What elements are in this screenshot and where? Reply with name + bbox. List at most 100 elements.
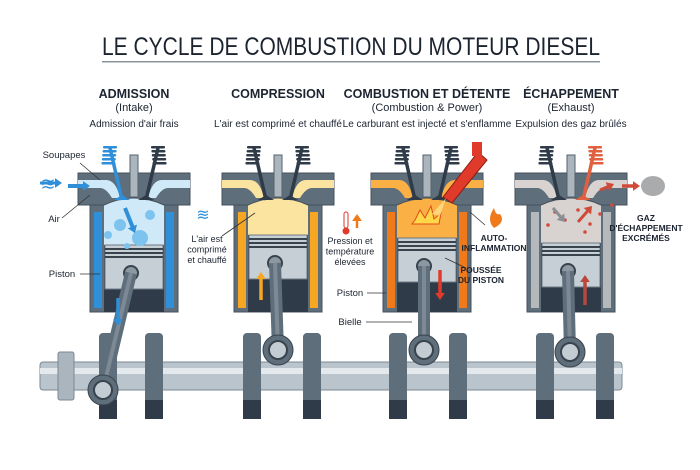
valve-spring xyxy=(588,150,603,153)
piston-ring xyxy=(542,250,600,252)
exhaust-out-arrow xyxy=(576,206,592,223)
valve-spring xyxy=(395,154,410,157)
valve-spring xyxy=(395,150,410,153)
crank-web-counterweight xyxy=(596,400,614,419)
leader-air xyxy=(61,194,91,219)
label-gaz-echappement: GAZ xyxy=(637,213,655,223)
piston-up-arrow-exhaust-head xyxy=(580,275,590,282)
valve-spring xyxy=(151,154,166,157)
injector-rod xyxy=(422,154,432,198)
valve-head xyxy=(551,195,567,200)
exhaust-port xyxy=(292,180,334,198)
crank-web xyxy=(536,333,554,419)
valve-spring xyxy=(295,150,310,153)
valve-spring xyxy=(102,154,117,157)
valve-spring xyxy=(539,150,554,153)
air-bubble xyxy=(132,230,148,246)
label-auto-inflammation: INFLAMMATION xyxy=(462,243,527,253)
wind-icon: ≋ xyxy=(196,207,209,224)
piston-ring xyxy=(542,254,600,256)
valve-stem xyxy=(545,147,561,201)
crankshaft-main-shaft xyxy=(39,361,623,391)
air-bubble xyxy=(124,243,130,249)
cylinder-wall-right xyxy=(459,212,467,308)
valve-spring xyxy=(296,162,311,165)
cylinder-wall-left xyxy=(94,212,102,308)
cylinder-wall-left xyxy=(238,212,246,308)
crank-web-counterweight xyxy=(145,400,163,419)
stage-subtitle-3: (Exhaust) xyxy=(547,102,594,114)
piston-ring xyxy=(398,245,456,247)
valve-spring xyxy=(539,154,554,157)
injector-rod xyxy=(566,154,576,198)
stage-description-0: Admission d'air frais xyxy=(89,119,178,130)
combustion-chamber xyxy=(248,197,308,235)
air-bubble xyxy=(145,210,155,220)
valve-spring xyxy=(101,162,116,165)
valve-head xyxy=(138,195,154,200)
air-into-cylinder-arrow-shaft xyxy=(123,207,135,229)
label-pressure-temperature: température xyxy=(326,247,375,257)
page-title: LE CYCLE DE COMBUSTION DU MOTEUR DIESEL xyxy=(102,33,600,61)
valve-stem xyxy=(437,147,453,201)
valve-spring xyxy=(151,146,165,149)
exhaust-port-arrow-shaft xyxy=(599,184,610,192)
piston-down-arrow-power-head xyxy=(435,293,445,300)
air-bubble xyxy=(104,231,112,239)
wind-icon: ≋ xyxy=(40,174,55,194)
stage-description-2: Le carburant est injecté et s'enflamme xyxy=(343,119,512,130)
valve-spring xyxy=(103,146,117,149)
cylinder-1 xyxy=(221,146,335,366)
valve-stem xyxy=(401,147,417,201)
crank-web xyxy=(145,333,163,419)
label-compressed-air: L'air est xyxy=(191,234,223,244)
air-bubble xyxy=(114,219,126,231)
valve-spring xyxy=(588,154,603,157)
piston-ring xyxy=(105,252,163,254)
crank-web xyxy=(303,333,321,419)
stage-subtitle-0: (Intake) xyxy=(115,102,152,114)
exhaust-particle xyxy=(588,222,592,226)
exhaust-particle xyxy=(546,223,550,227)
leader-poussee xyxy=(444,257,467,269)
exhaust-particle xyxy=(576,208,580,212)
explosion-icon xyxy=(411,204,442,225)
cylinder-0 xyxy=(77,146,191,406)
label-poussee-piston: POUSSÉE xyxy=(460,265,501,275)
stage-title-0: ADMISSION xyxy=(99,87,170,101)
crank-pin xyxy=(414,340,434,360)
valve-head xyxy=(407,195,423,200)
air-flow-arrow-head xyxy=(55,178,62,188)
valve-spring xyxy=(538,162,553,165)
combustion-chamber xyxy=(541,197,601,243)
crank-web xyxy=(596,333,614,419)
crank-web xyxy=(389,333,407,419)
valve-spring xyxy=(151,150,166,153)
piston-up-arrow-exhaust xyxy=(580,275,590,305)
crank-web-counterweight xyxy=(303,400,321,419)
connecting-rod-rib xyxy=(101,272,133,391)
valve-head xyxy=(431,195,447,200)
valve-spring xyxy=(394,158,409,161)
piston-up-arrow-head xyxy=(256,272,266,279)
valve-head xyxy=(282,195,298,200)
exhaust-gas-swirl-arrow xyxy=(551,207,565,222)
valve-spring xyxy=(444,146,458,149)
crank-web xyxy=(449,333,467,419)
label-compressed-air: et chauffé xyxy=(187,255,226,265)
exhaust-smoke-cloud xyxy=(641,176,665,196)
exhaust-port-arrow-head xyxy=(605,182,614,192)
flame-icon xyxy=(490,208,502,228)
piston-ring xyxy=(249,246,307,248)
valve-spring xyxy=(540,146,554,149)
stage-title-3: ÉCHAPPEMENT xyxy=(523,86,619,101)
crankshaft-highlight xyxy=(40,368,622,374)
valve-head xyxy=(575,195,591,200)
crank-web xyxy=(243,333,261,419)
valve-spring xyxy=(589,162,604,165)
piston-down-arrow-power xyxy=(435,270,445,300)
valve-spring xyxy=(102,150,117,153)
valve-spring xyxy=(589,158,604,161)
